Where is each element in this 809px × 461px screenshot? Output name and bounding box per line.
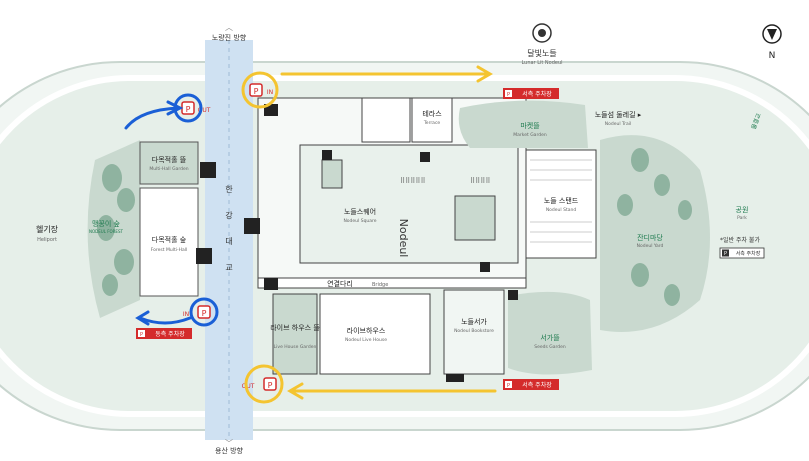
- bridge-sub: Bridge: [372, 282, 388, 288]
- facility-icons: [196, 104, 518, 382]
- heliport-sub: Heliport: [37, 237, 57, 243]
- lawn-trees: [617, 148, 692, 306]
- nodeul-stand-sub: Nodeul Stand: [546, 207, 577, 213]
- svg-text:서측 주차장: 서측 주차장: [736, 250, 761, 257]
- west-top-parking-badge[interactable]: P 서측 주차장: [503, 88, 559, 99]
- yellow-circle-ne: [241, 71, 279, 109]
- seeds-garden-sub: Seeds Garden: [534, 344, 566, 350]
- nodeul-yard-lawn: [600, 135, 710, 332]
- nodeul-logo-text: Nodeul: [397, 219, 410, 258]
- nodeul-square-sub: Nodeul Square: [343, 218, 376, 224]
- north-label: N: [769, 51, 776, 61]
- svg-text:P: P: [140, 332, 143, 338]
- svg-text:⠿⠿⠿⠿⠿: ⠿⠿⠿⠿⠿: [400, 177, 426, 185]
- terrace-sub: Terrace: [423, 120, 441, 126]
- nodeul-stand: [525, 149, 597, 259]
- forest-multi-hall-building: [139, 187, 199, 297]
- market-garden-sub: Market Garden: [513, 132, 547, 138]
- bookstore-building: [443, 289, 505, 375]
- nodeul-square-label: 노들스퀘어: [344, 207, 376, 216]
- road-down-chevron: ﹀: [225, 439, 233, 448]
- no-parking-note: *일반 주차 불가: [720, 236, 760, 244]
- park-label: 공원: [736, 205, 749, 214]
- road-up-chevron: ︿: [225, 23, 233, 32]
- east-parking-badge[interactable]: P 동측 주차장: [136, 328, 192, 339]
- seating-dots: ⠿⠿⠿⠿⠿⠿⠿⠿⠿: [400, 177, 491, 185]
- svg-text:서측 주차장: 서측 주차장: [522, 90, 552, 98]
- bookstore-label: 노들서가: [461, 317, 487, 326]
- svg-text:P: P: [268, 381, 273, 390]
- live-house-label: 라이브하우스: [347, 326, 386, 335]
- forest-multi-hall-label: 다목적홀 숲: [152, 235, 187, 244]
- blue-annotations: [124, 100, 219, 327]
- svg-text:강: 강: [225, 210, 233, 220]
- north-arrow: N: [762, 24, 782, 61]
- market-garden-label: 마켓뜰: [520, 121, 540, 130]
- blue-circle-sw: [189, 297, 219, 327]
- park-sub: Park: [737, 215, 747, 221]
- multi-hall-garden: [139, 141, 199, 185]
- svg-text:P: P: [724, 251, 727, 257]
- sw-in-entrance[interactable]: P IN: [183, 305, 211, 319]
- svg-text:대: 대: [225, 237, 232, 246]
- blue-arrow-out: [124, 106, 180, 130]
- svg-text:IN: IN: [183, 311, 189, 318]
- connecting-bridge: [257, 277, 527, 289]
- svg-text:P: P: [507, 92, 510, 98]
- forest-multi-hall-sub: Forest Multi-Hall: [151, 247, 188, 253]
- blue-arrow-in: [138, 316, 192, 325]
- seeds-garden: [508, 291, 592, 375]
- landmark-name: 달빛노들: [527, 48, 556, 58]
- terrace-building: [361, 97, 411, 143]
- nodeul-trail-sub: Nodeul Trail: [605, 121, 631, 127]
- live-house-sub: Nodeul Live House: [345, 337, 387, 343]
- nodeul-stand-label: 노들 스탠드: [544, 196, 579, 205]
- live-house-garden-sub: Live House Garden: [274, 344, 317, 350]
- west-right-parking-badge[interactable]: P 서측 주차장: [719, 247, 765, 259]
- lunar-lit-nodeul-landmark: 달빛노들 Lunar Lit Nodeul: [521, 23, 563, 66]
- bookstore-sub: Nodeul Bookstore: [454, 328, 494, 334]
- heliport-label: 헬기장: [36, 224, 59, 234]
- road-top-label: 노량진 방향: [212, 33, 247, 42]
- svg-text:OUT: OUT: [198, 107, 211, 114]
- yellow-annotations: [173, 65, 497, 404]
- multi-hall-garden-label: 다목적홀 뜰: [152, 155, 187, 164]
- nw-out-entrance[interactable]: P OUT: [181, 101, 211, 115]
- svg-text:서측 주차장: 서측 주차장: [522, 381, 552, 389]
- svg-text:OUT: OUT: [242, 383, 255, 390]
- market-garden: [458, 100, 588, 148]
- ne-in-entrance[interactable]: P IN: [249, 83, 273, 97]
- svg-text:동측 주차장: 동측 주차장: [155, 330, 185, 338]
- svg-text:P: P: [186, 105, 191, 114]
- nodeul-forest-label: 맹꽁이 숲: [92, 219, 121, 228]
- svg-text:⠿⠿⠿⠿: ⠿⠿⠿⠿: [470, 177, 491, 185]
- svg-text:교: 교: [225, 263, 232, 272]
- nodeul-trail-label: 노들섬 둘레길 ▸: [595, 110, 642, 119]
- west-bottom-parking-badge[interactable]: P 서측 주차장: [503, 379, 559, 390]
- nodeul-yard-label: 잔디마당: [637, 233, 663, 242]
- svg-text:P: P: [202, 309, 207, 318]
- svg-text:P: P: [507, 383, 510, 389]
- svg-text:P: P: [254, 87, 259, 96]
- bridge-label: 연결다리: [327, 279, 353, 288]
- live-house-building: [319, 293, 431, 375]
- seeds-garden-label: 서가뜰: [540, 333, 560, 342]
- landmark-sub: Lunar Lit Nodeul: [521, 60, 562, 66]
- svg-text:한: 한: [225, 185, 233, 194]
- multi-hall-garden-sub: Multi-Hall Garden: [149, 166, 188, 172]
- road-bottom-label: 용산 방향: [215, 446, 244, 455]
- nodeul-forest-sub: NODEUL FOREST: [89, 229, 123, 234]
- yellow-circle-se: [244, 364, 284, 404]
- se-out-entrance[interactable]: P OUT: [242, 377, 277, 391]
- live-house-garden-label: 라이브 하우스 뜰: [270, 323, 320, 332]
- bridge-name-vertical: 한 강 대 교: [225, 185, 233, 272]
- forest-trees: [97, 164, 135, 296]
- svg-text:IN: IN: [267, 89, 273, 96]
- live-house-garden: [272, 293, 318, 375]
- stand-steps: [530, 159, 592, 243]
- terrace-label: 테라스: [422, 109, 442, 118]
- nodeul-yard-sub: Nodeul Yard: [637, 243, 664, 249]
